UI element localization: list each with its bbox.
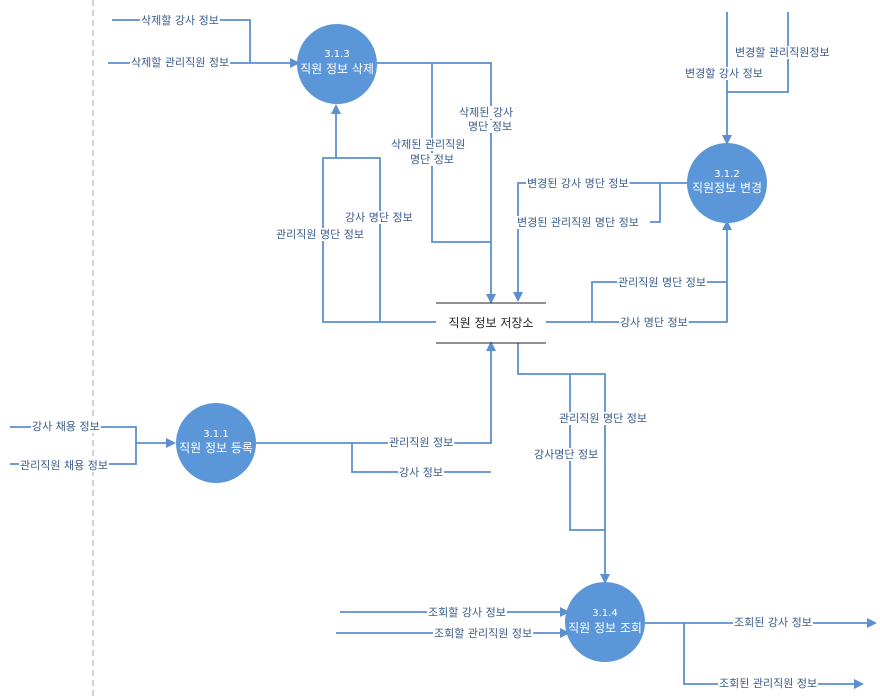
label-change-manager-info: 변경할 관리직원정보 [735,46,830,59]
flow-register-manager-info [256,341,496,444]
flow-to-delete-instructor-list [336,157,381,322]
label-deleted-instructor-list-1: 삭제된 강사 [459,106,513,119]
flow-register-instructor-info [351,443,491,473]
label-delete-instructor-info: 삭제할 강사 정보 [141,14,219,27]
label-delete-manager-info: 삭제할 관리직원 정보 [131,56,229,69]
label-query-instructor-list: 강사명단 정보 [534,448,598,461]
store-name: 직원 정보 저장소 [449,316,534,330]
flow-deleted-manager-list [431,63,491,243]
process-3-1-4-query: 3.1.4 직원 정보 조회 [565,582,645,662]
process-name: 직원정보 변경 [692,181,762,195]
label-changed-instructor-list: 변경된 강사 명단 정보 [527,177,629,190]
label-to-change-manager-list: 관리직원 명단 정보 [618,276,706,289]
process-3-1-3-delete: 3.1.3 직원 정보 삭제 [297,24,377,104]
flow-query-manager-list [517,343,610,584]
label-instructor-hire-info: 강사 채용 정보 [32,420,100,433]
process-number: 3.1.4 [592,608,617,619]
label-query-manager-info: 조회할 관리직원 정보 [434,627,532,640]
label-to-change-instructor-list: 강사 명단 정보 [620,316,688,329]
label-deleted-manager-list-2: 명단 정보 [410,153,454,166]
data-store: 직원 정보 저장소 [436,302,546,344]
process-3-1-2-change: 3.1.2 직원정보 변경 [687,143,767,223]
label-change-instructor-info: 변경할 강사 정보 [685,67,763,80]
label-query-manager-list: 관리직원 명단 정보 [559,412,647,425]
label-manager-hire-info: 관리직원 채용 정보 [20,459,108,472]
label-register-manager-info: 관리직원 정보 [389,436,453,449]
label-queried-manager-info: 조회된 관리직원 정보 [719,677,817,690]
process-3-1-1-register: 3.1.1 직원 정보 등록 [176,403,256,483]
label-to-delete-manager-list: 관리직원 명단 정보 [276,228,364,241]
flow-changed-manager-list [650,183,661,223]
label-to-delete-instructor-list: 강사 명단 정보 [345,211,413,224]
process-name: 직원 정보 등록 [179,441,253,455]
flow-to-delete-manager-list [322,104,436,323]
label-deleted-instructor-list-2: 명단 정보 [468,120,512,133]
label-query-instructor-info: 조회할 강사 정보 [428,606,506,619]
process-name: 직원 정보 삭제 [300,62,374,76]
label-changed-manager-list: 변경된 관리직원 명단 정보 [517,216,639,229]
flow-queried-manager-info [683,623,864,689]
label-queried-instructor-info: 조회된 강사 정보 [734,616,812,629]
flow-query-instructor-list [569,374,605,531]
process-number: 3.1.3 [324,49,349,60]
label-register-instructor-info: 강사 정보 [399,466,443,479]
process-number: 3.1.1 [203,429,228,440]
flow-deleted-instructor-list [375,62,496,304]
process-name: 직원 정보 조회 [568,621,642,635]
flow-to-change-instructor-list [546,220,732,323]
process-number: 3.1.2 [714,169,739,180]
label-deleted-manager-list-1: 삭제된 관리직원 [391,138,465,151]
flow-changed-instructor-list [513,182,688,302]
